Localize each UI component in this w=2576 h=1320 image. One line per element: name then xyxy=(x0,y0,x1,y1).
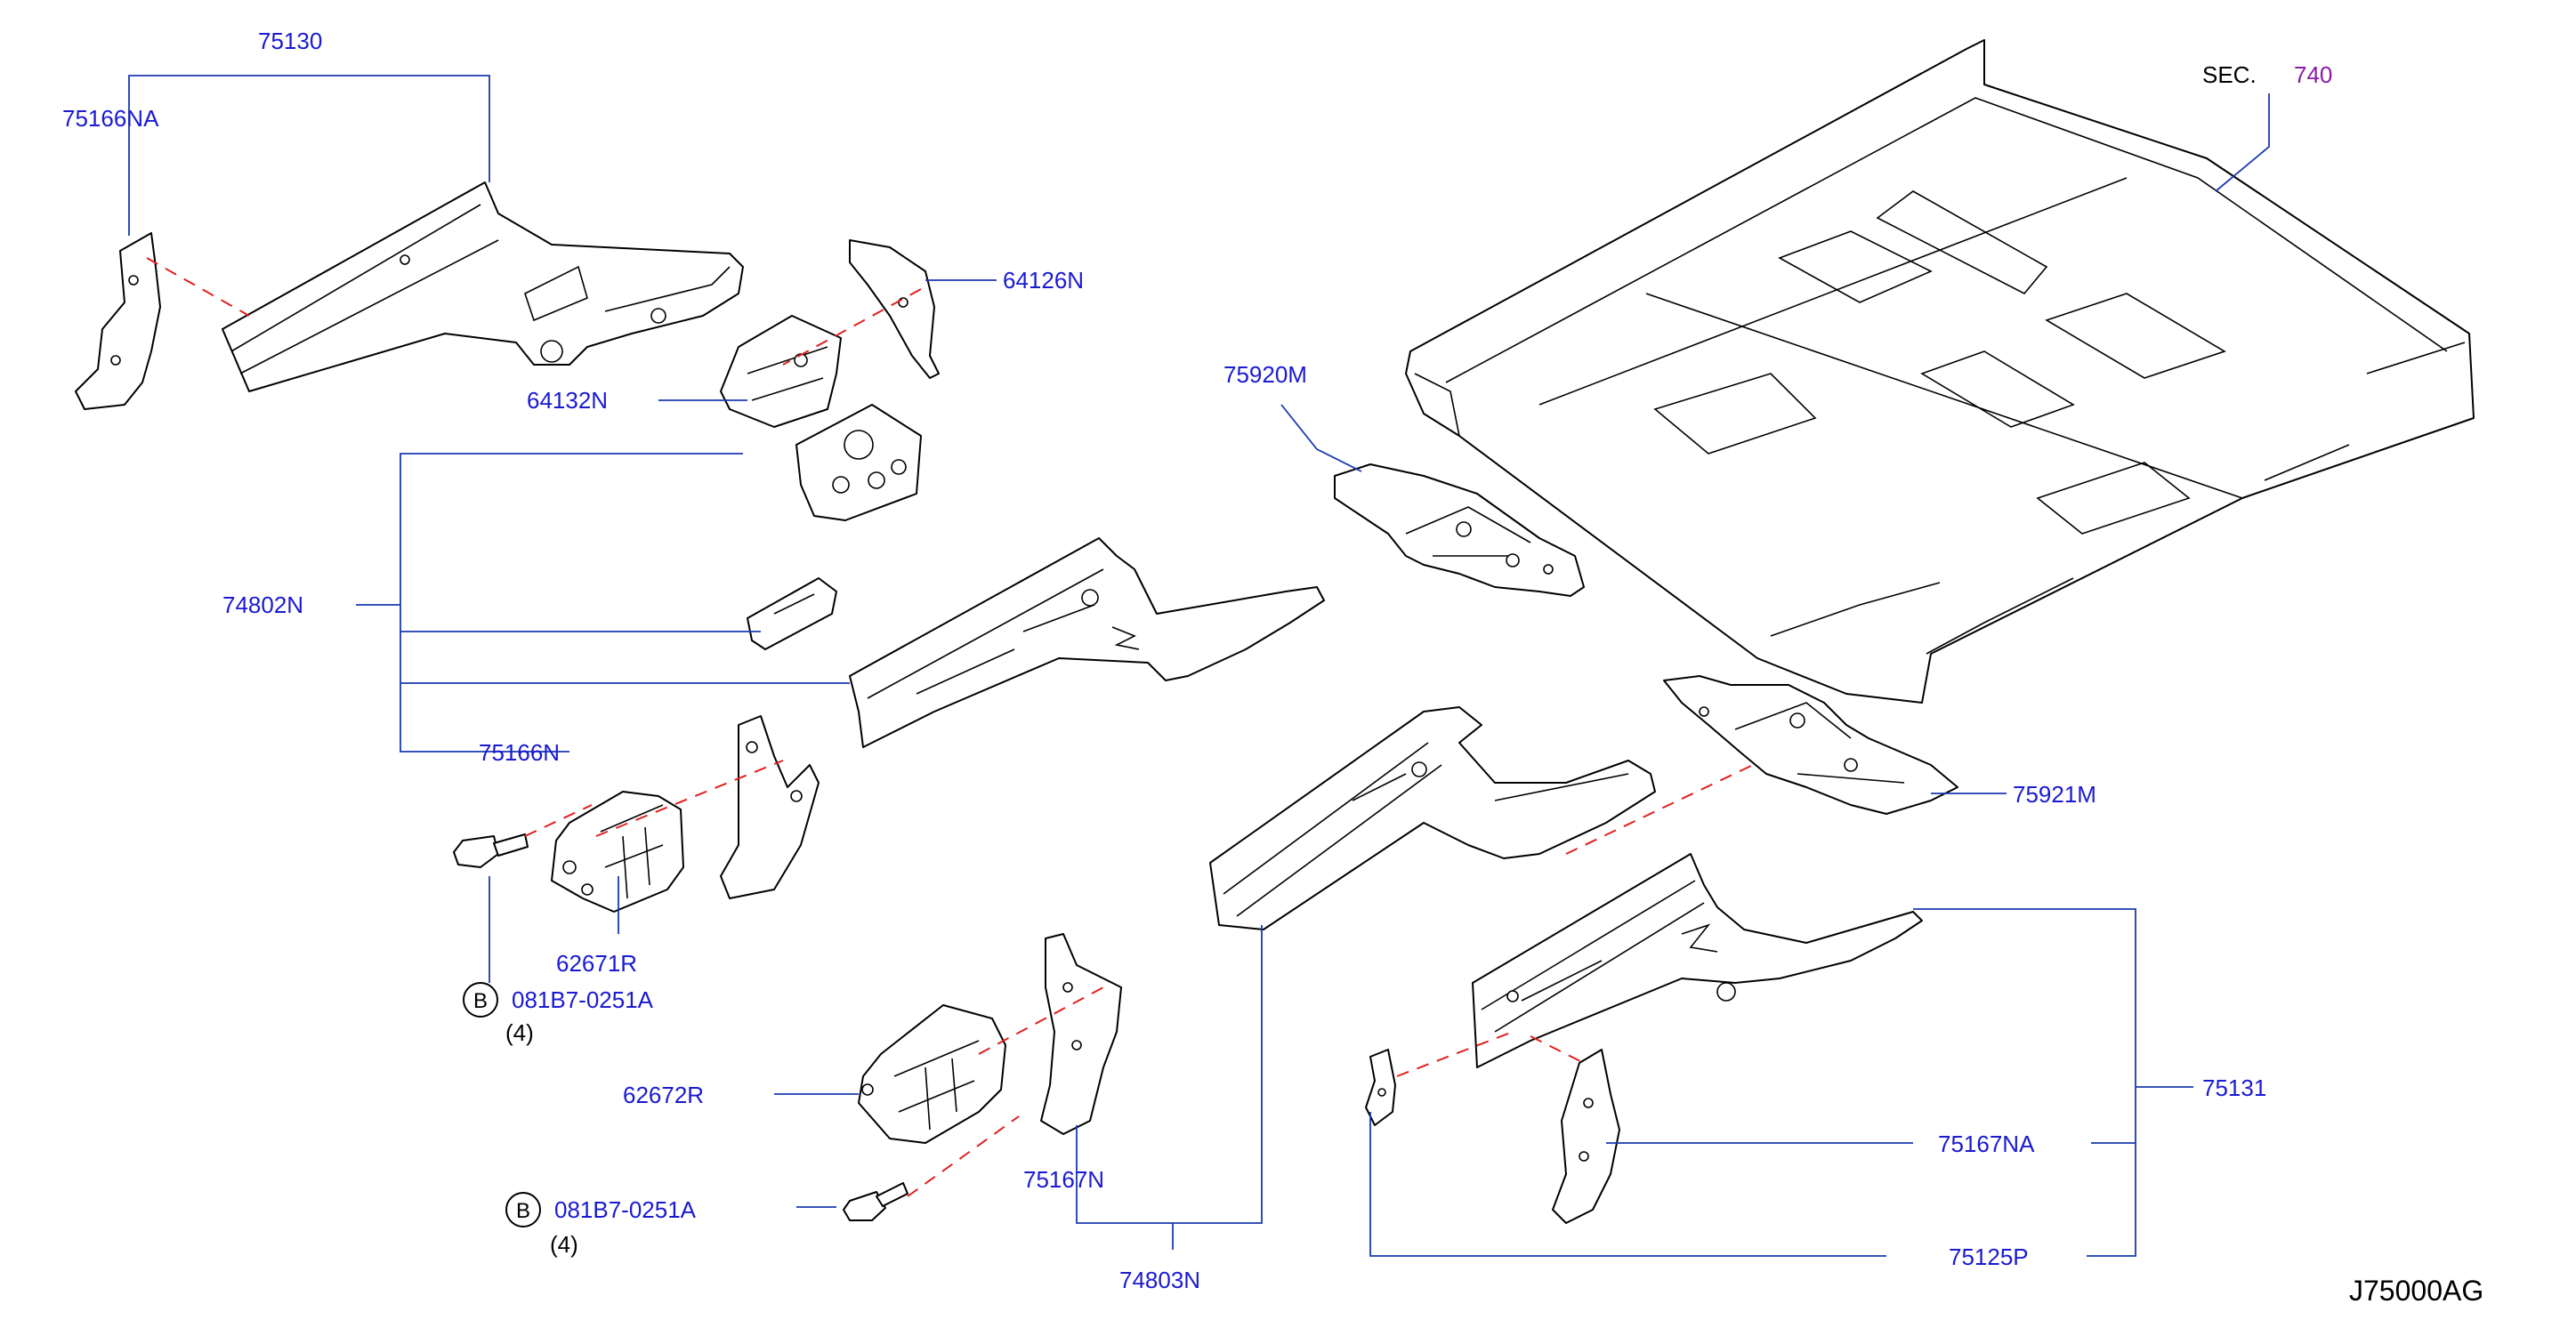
label-75167N: 75167N xyxy=(1023,1166,1104,1193)
label-bolt-2-qty: (4) xyxy=(550,1231,578,1258)
label-bolt-1-qty: (4) xyxy=(505,1019,534,1046)
front-side-member-75130-part xyxy=(222,181,744,392)
section-reference: SEC. 740 xyxy=(2202,61,2332,88)
bracket-62671R-part xyxy=(551,791,684,913)
parts-artwork xyxy=(75,39,2475,1224)
part-labels: 75130 75166NA 64126N 64132N 74802N 75166… xyxy=(62,28,2483,1307)
bracket-75167NA-part xyxy=(1552,1049,1620,1224)
label-bolt-1-code: 081B7-0251A xyxy=(512,986,654,1013)
bracket-75167N-part xyxy=(1040,933,1122,1135)
label-75167NA: 75167NA xyxy=(1938,1131,2035,1157)
label-75166N: 75166N xyxy=(479,739,560,766)
label-62671R: 62671R xyxy=(556,950,637,977)
label-75130: 75130 xyxy=(258,28,322,54)
bolt-1-part xyxy=(453,833,529,868)
section-prefix: SEC. xyxy=(2202,61,2257,88)
drawing-id: J75000AG xyxy=(2349,1275,2483,1307)
bracket-64132N-part xyxy=(720,315,842,428)
bracket-62672R-part xyxy=(858,1004,1006,1144)
label-75131: 75131 xyxy=(2202,1075,2266,1101)
reinforcement-74802N-part xyxy=(747,404,1325,748)
label-64132N: 64132N xyxy=(527,387,608,414)
floor-panel-part xyxy=(1405,39,2475,704)
member-74803N-part xyxy=(1209,706,1656,930)
label-75920M: 75920M xyxy=(1223,361,1307,388)
bolt-2-part xyxy=(843,1182,908,1221)
label-75125P: 75125P xyxy=(1949,1244,2029,1270)
label-75921M: 75921M xyxy=(2013,781,2096,808)
front-side-member-75131-part xyxy=(1472,853,1923,1068)
bracket-64126N-part xyxy=(849,239,940,379)
bracket-75166N-part xyxy=(720,715,820,899)
label-74802N: 74802N xyxy=(222,592,303,618)
bracket-75920M-part xyxy=(1334,463,1585,597)
bolt-marker-text: B xyxy=(473,989,488,1013)
label-64126N: 64126N xyxy=(1003,267,1084,294)
label-74803N: 74803N xyxy=(1119,1267,1200,1293)
bolt-marker-text: B xyxy=(516,1199,530,1223)
bolt-marker-icon xyxy=(463,982,498,1018)
bracket-75166NA-part xyxy=(75,232,161,410)
bolt-callout-1: B 081B7-0251A (4) xyxy=(463,982,654,1046)
label-62672R: 62672R xyxy=(623,1082,704,1108)
label-bolt-2-code: 081B7-0251A xyxy=(554,1196,697,1223)
label-75166NA: 75166NA xyxy=(62,105,159,132)
bolt-marker-icon xyxy=(505,1192,541,1227)
bracket-75125P-part xyxy=(1365,1049,1396,1126)
section-number: 740 xyxy=(2294,61,2332,88)
bolt-callout-2: B 081B7-0251A (4) xyxy=(505,1192,697,1258)
leader-lines xyxy=(128,75,2270,1257)
assembly-dashed-lines xyxy=(146,257,1754,1197)
